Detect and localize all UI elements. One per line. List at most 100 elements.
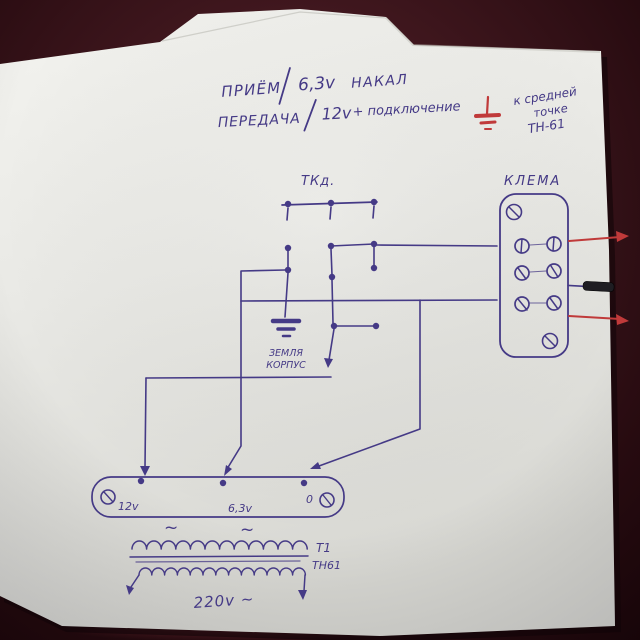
wire-horizontal-mid — [145, 376, 332, 379]
connector-plug-icon — [582, 281, 615, 292]
screw-slot — [322, 494, 332, 506]
contact-dot — [370, 264, 378, 272]
screw-slot — [549, 297, 559, 310]
paper-vignette — [0, 9, 615, 636]
tap-dot — [137, 477, 145, 485]
ground-label-1: ЗЕМЛЯ — [269, 348, 303, 359]
mains-lead — [303, 574, 306, 592]
arrowhead — [324, 358, 333, 368]
switch-pole — [286, 207, 289, 221]
screw-slot — [520, 238, 523, 254]
arrowhead — [616, 314, 629, 325]
wire-down — [328, 328, 335, 361]
primary-winding — [138, 567, 307, 576]
arrowhead — [126, 585, 134, 595]
contact-dot — [284, 266, 292, 274]
paper-sheet — [0, 9, 621, 640]
terminal-row-link — [529, 243, 547, 246]
title-line-2: ПЕРЕДАЧА 12v + подключение — [217, 99, 461, 132]
connector-lead — [567, 284, 585, 288]
ground-icon-red — [474, 95, 501, 130]
switch-stem — [330, 248, 333, 276]
terminal-label: КЛЕМА — [504, 174, 561, 189]
paper-fold-crease — [161, 11, 387, 42]
terminal-screw — [514, 265, 530, 281]
terminal-screw — [546, 295, 562, 311]
secondary-winding — [131, 540, 308, 550]
contact-dot — [284, 244, 292, 252]
core-line — [135, 560, 301, 563]
title-podkl: + подключение — [352, 99, 461, 120]
arrowhead — [224, 465, 232, 476]
arrowhead — [140, 466, 150, 476]
wire-junction-up — [240, 269, 286, 302]
switch-pole — [372, 205, 375, 219]
contact-dot — [284, 200, 292, 208]
title-nakal: НАКАЛ — [351, 72, 409, 92]
switch-block: ТКд. — [281, 174, 378, 281]
contact-dot — [370, 198, 378, 206]
title-peredacha: ПЕРЕДАЧА — [217, 111, 300, 131]
contact-dot — [328, 273, 336, 281]
red-arrow-bottom — [568, 315, 621, 320]
arrowhead — [298, 590, 307, 600]
contact-dot — [330, 322, 338, 330]
note-line-3: ТН-61 — [527, 116, 566, 137]
arrowhead — [616, 231, 629, 242]
tap-label-12v: 12v — [118, 500, 139, 513]
switch-mid-link — [330, 243, 375, 247]
wire-switch-to-terminal — [376, 244, 498, 247]
wire-to-0 — [318, 299, 421, 467]
terminal-body — [499, 193, 569, 358]
connector-bar — [567, 281, 615, 292]
screw-slot — [517, 267, 527, 280]
ground-icon: ЗЕМЛЯ КОРПУС — [266, 272, 306, 371]
slash-mark — [303, 99, 317, 132]
core-line — [129, 555, 309, 558]
tap-dot — [219, 479, 227, 487]
slash-mark — [278, 67, 291, 105]
screw-slot — [517, 298, 528, 311]
screw-slot — [550, 265, 559, 278]
title-line-1: ПРИЁМ 6,3v НАКАЛ — [221, 67, 409, 105]
terminal-strip — [91, 476, 345, 518]
contact-dot — [327, 199, 335, 207]
wire-long-horizontal — [240, 299, 498, 302]
mains-label: 220v ~ — [193, 590, 255, 612]
ground-stem — [284, 272, 289, 318]
contact-pair — [324, 279, 380, 368]
tap-dot — [300, 479, 308, 487]
screw-slot — [508, 206, 520, 218]
screw-slot — [103, 491, 114, 503]
tap-label-0: 0 — [306, 493, 313, 506]
terminal-block: КЛЕМА — [499, 174, 569, 358]
arrowhead — [310, 462, 321, 469]
terminal-screw — [546, 263, 562, 279]
transformer-designator: Т1 — [316, 541, 331, 555]
ac-mark: ~ — [164, 518, 178, 538]
red-output-arrows — [568, 231, 629, 325]
note-line-2: точке — [532, 101, 568, 120]
switch-pole — [329, 206, 332, 220]
title-12v: 12v — [321, 103, 352, 124]
mounting-hole-icon — [100, 489, 116, 505]
paper-fold-shadow — [385, 17, 601, 53]
screw-icon — [541, 332, 559, 350]
title-63v: 6,3v — [297, 73, 336, 96]
wires — [140, 244, 498, 476]
switch-label: ТКд. — [301, 174, 335, 189]
red-arrow-top — [568, 236, 621, 242]
ground-label-2: КОРПУС — [266, 360, 306, 371]
wire-to-12v — [144, 377, 147, 468]
contact-dot — [372, 322, 380, 330]
terminal-screw — [514, 296, 530, 312]
screw-slot — [552, 236, 555, 252]
screw-icon — [505, 203, 523, 221]
terminal-row-link — [529, 270, 547, 273]
mounting-hole-icon — [319, 492, 335, 508]
tap-label-63v: 6,3v — [228, 502, 252, 515]
transformer: 12v 6,3v 0 ~ ~ Т1 ТН61 220v ~ — [91, 476, 345, 612]
ac-mark: ~ — [240, 520, 254, 540]
